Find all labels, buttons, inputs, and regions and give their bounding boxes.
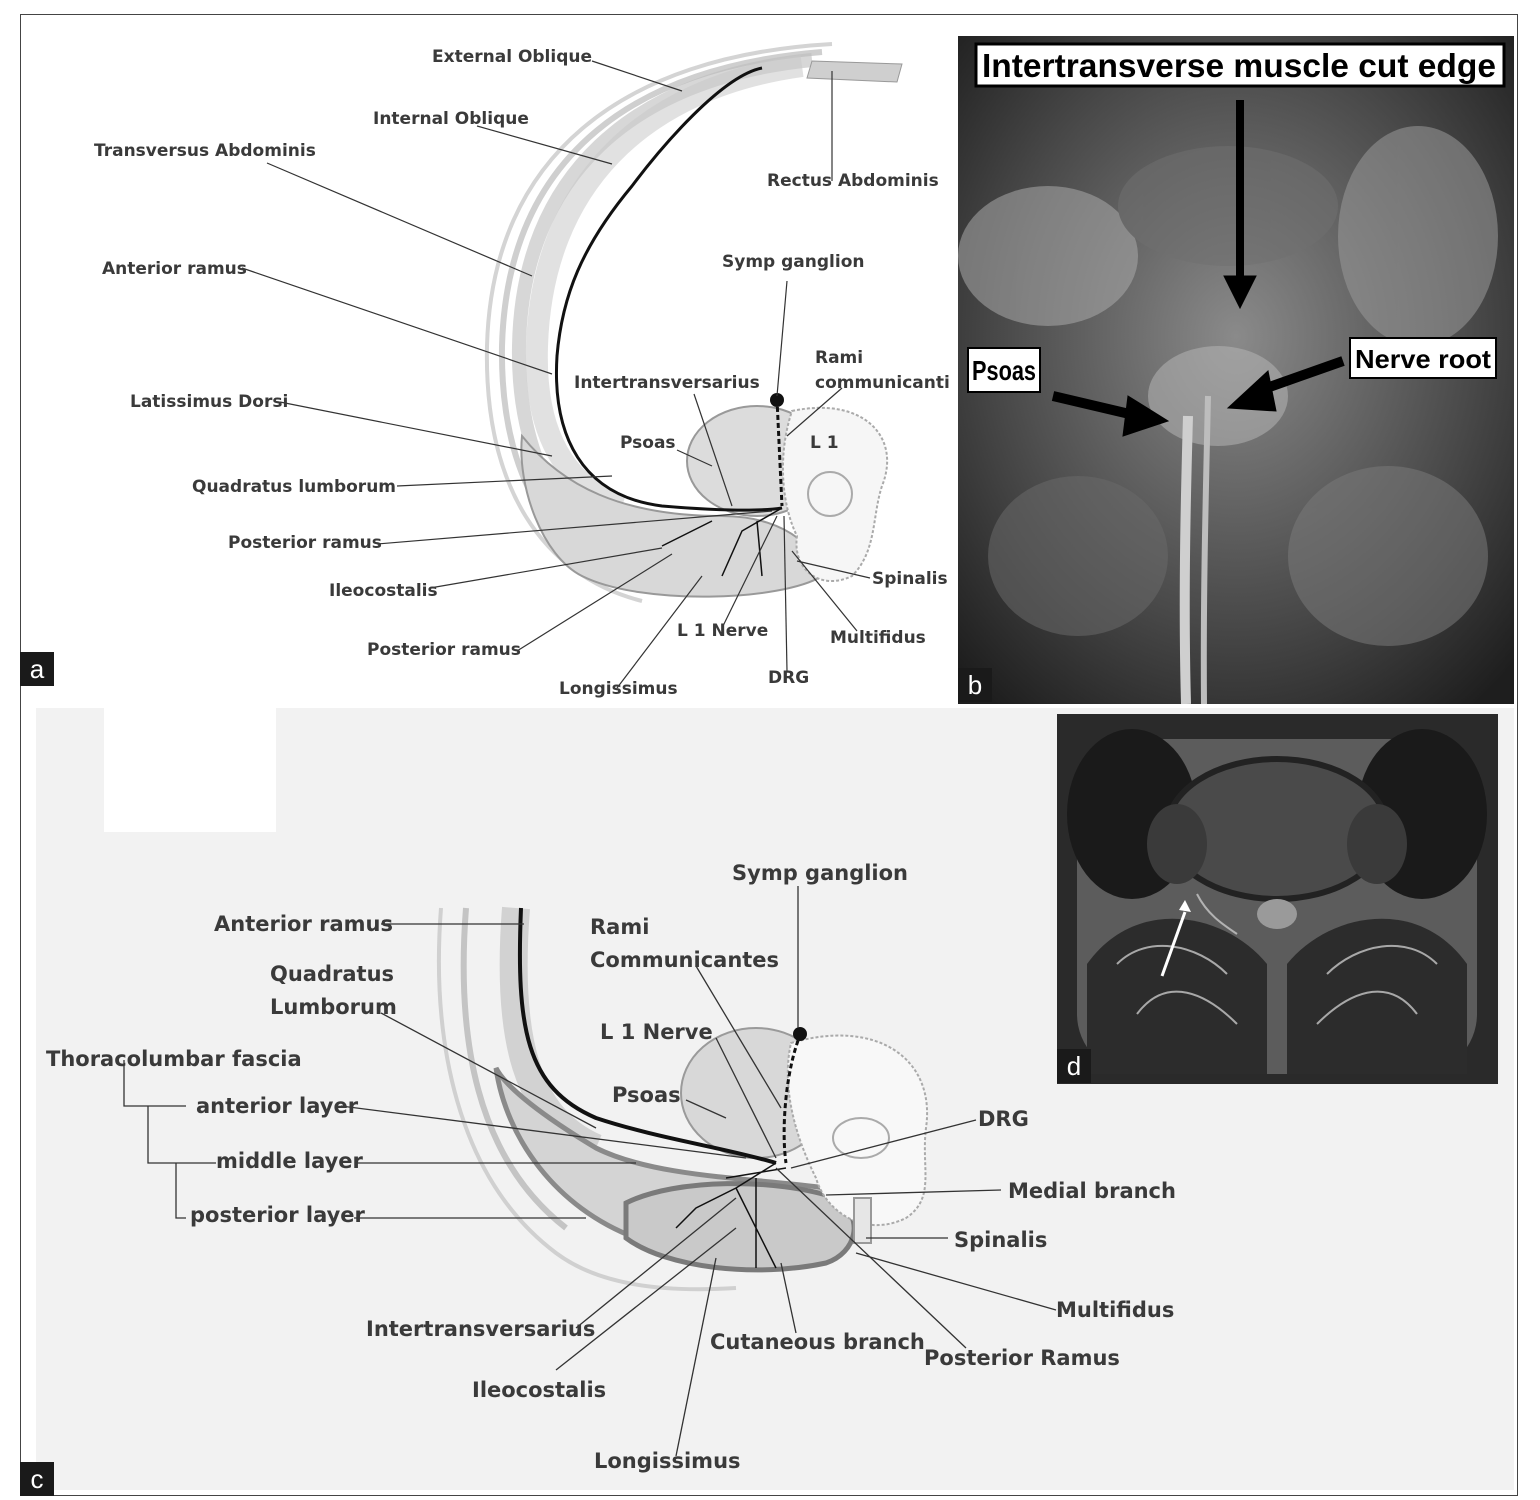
label-posterior-ramus-2: Posterior ramus [367,640,521,660]
label-c-medial-branch: Medial branch [1008,1179,1176,1203]
label-rami-2: communicanti [815,373,950,393]
label-c-middle-layer: middle layer [216,1149,364,1173]
panel-b-badge: b [958,668,992,702]
label-c-anterior-ramus: Anterior ramus [214,912,393,936]
panel-a-diagram: External Oblique Internal Oblique Transv… [22,16,952,706]
panel-a-badge: a [20,652,54,686]
label-anterior-ramus: Anterior ramus [102,259,247,279]
label-rami-1: Rami [815,348,863,368]
label-psoas-photo: Psoas [972,355,1036,386]
label-c-posterior-layer: posterior layer [190,1203,366,1227]
label-rectus-abdominis: Rectus Abdominis [767,171,939,191]
label-c-l1-nerve: L 1 Nerve [600,1020,713,1044]
label-intertransverse-cut-edge: Intertransverse muscle cut edge [982,47,1496,84]
label-longissimus: Longissimus [559,679,678,699]
label-c-spinalis: Spinalis [954,1228,1047,1252]
label-ileocostalis: Ileocostalis [329,581,438,601]
label-quadratus-lumborum: Quadratus lumborum [192,477,396,497]
label-c-thoracolumbar-fascia: Thoracolumbar fascia [46,1047,302,1071]
label-c-intertransversarius: Intertransversarius [366,1317,595,1341]
label-posterior-ramus-1: Posterior ramus [228,533,382,553]
label-c-anterior-layer: anterior layer [196,1094,359,1118]
label-intertransversarius: Intertransversarius [574,373,760,393]
label-c-psoas: Psoas [612,1083,681,1107]
label-nerve-root: Nerve root [1355,344,1491,374]
label-c-drg: DRG [978,1107,1029,1131]
label-psoas: Psoas [620,433,676,453]
label-external-oblique: External Oblique [432,47,592,67]
panel-c-badge: c [20,1462,54,1496]
label-drg: DRG [768,668,809,688]
label-c-posterior-ramus: Posterior Ramus [924,1346,1120,1370]
label-latissimus-dorsi: Latissimus Dorsi [130,392,288,412]
panel-b-photo: Intertransverse muscle cut edge Psoas Ne… [958,36,1514,704]
label-l1: L 1 [810,433,839,453]
label-c-quadratus-1: Quadratus [270,962,394,986]
label-spinalis: Spinalis [872,569,948,589]
label-c-cutaneous-branch: Cutaneous branch [710,1330,925,1354]
label-symp-ganglion: Symp ganglion [722,252,864,272]
label-c-rami-2: Communicantes [590,948,779,972]
label-c-symp-ganglion: Symp ganglion [732,861,908,885]
label-c-rami-1: Rami [590,915,649,939]
label-internal-oblique: Internal Oblique [373,109,529,129]
label-c-ileocostalis: Ileocostalis [472,1378,606,1402]
label-l1-nerve: L 1 Nerve [677,621,768,641]
label-multifidus: Multifidus [830,628,926,648]
panel-d-badge: d [1057,1049,1091,1083]
label-c-longissimus: Longissimus [594,1449,741,1473]
panel-d-mri [1057,714,1498,1084]
label-c-multifidus: Multifidus [1056,1298,1174,1322]
label-c-quadratus-2: Lumborum [270,995,397,1019]
label-transversus-abdominis: Transversus Abdominis [94,141,316,161]
